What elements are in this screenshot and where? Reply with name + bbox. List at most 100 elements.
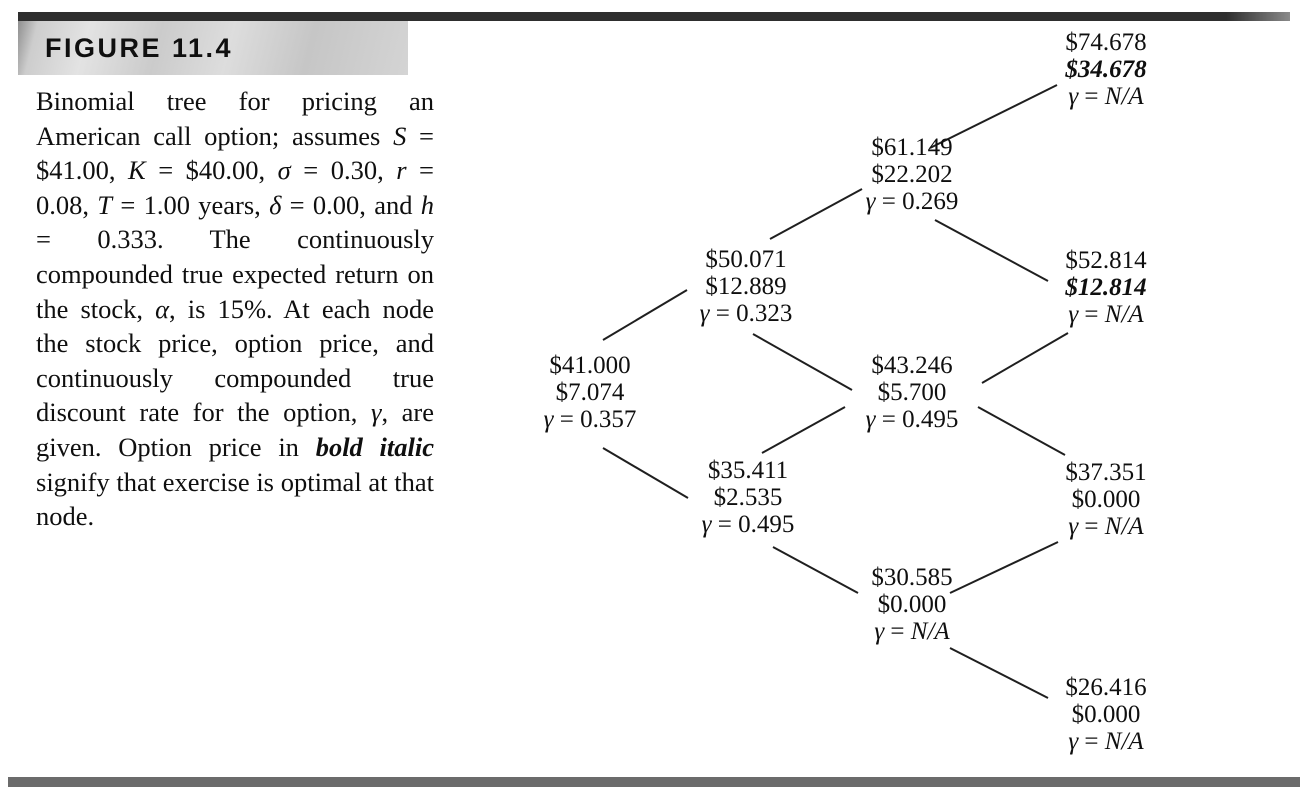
caption-segment: T	[97, 189, 113, 220]
option-price: $12.889	[705, 273, 787, 300]
option-price: $22.202	[871, 161, 953, 188]
caption-segment: r	[396, 155, 407, 186]
gamma-symbol: γ	[865, 188, 876, 215]
caption-segment: = 0.08,	[36, 155, 434, 220]
gamma-symbol: γ	[874, 618, 885, 645]
equals-sign: =	[1078, 83, 1105, 110]
gamma-symbol: γ	[1068, 83, 1079, 110]
caption-segment: , are given. Option price in	[36, 397, 434, 462]
discount-rate: γ = 0.323	[671, 300, 821, 327]
option-price: $34.678	[1065, 56, 1147, 83]
tree-node-down-down: $30.585 $0.000 γ = N/A	[837, 564, 987, 645]
caption-segment: bold italic	[315, 431, 435, 462]
gamma-symbol: γ	[701, 511, 712, 538]
caption-segment: , is 15%. At each node the stock price, …	[36, 293, 434, 428]
stock-price: $50.071	[705, 246, 787, 273]
caption-segment: σ	[277, 155, 291, 186]
stock-price: $61.149	[871, 134, 953, 161]
top-rule	[18, 12, 1290, 21]
tree-edge	[934, 219, 1049, 282]
equals-sign: =	[875, 188, 903, 215]
caption-segment: = $40.00,	[145, 155, 278, 186]
discount-rate: γ = 0.269	[837, 188, 987, 215]
tree-edge	[981, 332, 1069, 384]
gamma-symbol: γ	[1068, 728, 1079, 755]
figure-header-banner: FIGURE 11.4	[18, 21, 408, 75]
tree-edge	[949, 541, 1059, 594]
equals-sign: =	[1078, 728, 1105, 755]
stock-price: $74.678	[1065, 29, 1147, 56]
tree-node-up-up: $61.149 $22.202 γ = 0.269	[837, 134, 987, 215]
tree-node-up-down-down: $37.351 $0.000 γ = N/A	[1031, 459, 1181, 540]
tree-node-up-up-up: $74.678 $34.678 γ = N/A	[1031, 29, 1181, 110]
discount-rate: γ = N/A	[837, 618, 987, 645]
caption-segment: = 0.30,	[290, 155, 397, 186]
gamma-value: N/A	[1104, 301, 1144, 328]
tree-edge	[752, 333, 853, 391]
equals-sign: =	[709, 300, 737, 327]
tree-edge	[769, 188, 863, 240]
stock-price: $35.411	[707, 457, 789, 484]
gamma-value: 0.495	[902, 406, 959, 433]
discount-rate: γ = 0.357	[515, 406, 665, 433]
tree-node-up-down: $43.246 $5.700 γ = 0.495	[837, 352, 987, 433]
gamma-value: N/A	[1104, 83, 1144, 110]
equals-sign: =	[711, 511, 739, 538]
gamma-symbol: γ	[543, 406, 554, 433]
stock-price: $30.585	[871, 564, 953, 591]
stock-price: $26.416	[1065, 674, 1147, 701]
option-price: $2.535	[713, 484, 783, 511]
discount-rate: γ = 0.495	[837, 406, 987, 433]
equals-sign: =	[553, 406, 581, 433]
tree-edge	[761, 406, 846, 454]
option-price: $0.000	[1071, 701, 1141, 728]
tree-node-up: $50.071 $12.889 γ = 0.323	[671, 246, 821, 327]
option-price: $7.074	[555, 379, 625, 406]
caption-segment: signify that exercise is optimal at that…	[36, 466, 434, 532]
caption-segment: = 1.00 years,	[112, 189, 270, 220]
tree-node-up-up-down: $52.814 $12.814 γ = N/A	[1031, 247, 1181, 328]
discount-rate: γ = N/A	[1031, 301, 1181, 328]
figure-label: FIGURE 11.4	[45, 32, 234, 63]
stock-price: $37.351	[1065, 459, 1147, 486]
tree-node-initial: $41.000 $7.074 γ = 0.357	[515, 352, 665, 433]
figure-caption: Binomial tree for pricing an American ca…	[36, 84, 434, 534]
discount-rate: γ = N/A	[1031, 728, 1181, 755]
caption-segment: S	[393, 120, 407, 151]
caption-segment: δ	[269, 189, 282, 220]
discount-rate: γ = N/A	[1031, 83, 1181, 110]
tree-edge	[772, 546, 859, 594]
stock-price: $52.814	[1065, 247, 1147, 274]
caption-segment: h	[420, 189, 435, 220]
gamma-symbol: γ	[865, 406, 876, 433]
tree-node-down: $35.411 $2.535 γ = 0.495	[673, 457, 823, 538]
caption-segment: = 0.333. The continuously compounded tru…	[36, 224, 434, 324]
tree-edge	[602, 447, 689, 499]
option-price: $0.000	[1071, 486, 1141, 513]
stock-price: $43.246	[871, 352, 953, 379]
equals-sign: =	[1078, 301, 1105, 328]
tree-edge	[602, 289, 688, 341]
stock-price: $41.000	[549, 352, 631, 379]
equals-sign: =	[884, 618, 911, 645]
option-price: $0.000	[877, 591, 947, 618]
caption-segment: = $41.00,	[36, 120, 434, 186]
caption-segment: α	[155, 293, 170, 324]
gamma-value: N/A	[910, 618, 950, 645]
gamma-value: N/A	[1104, 728, 1144, 755]
equals-sign: =	[1078, 513, 1105, 540]
equals-sign: =	[875, 406, 903, 433]
tree-node-down-down-down: $26.416 $0.000 γ = N/A	[1031, 674, 1181, 755]
option-price: $12.814	[1065, 274, 1147, 301]
tree-edge	[929, 84, 1058, 149]
discount-rate: γ = N/A	[1031, 513, 1181, 540]
caption-segment: Binomial tree for pricing an American ca…	[36, 86, 434, 151]
caption-segment: = 0.00, and	[281, 189, 421, 220]
caption-segment: γ	[371, 397, 382, 428]
gamma-symbol: γ	[1068, 513, 1079, 540]
gamma-value: 0.357	[580, 406, 637, 433]
option-price: $5.700	[877, 379, 947, 406]
tree-edge	[949, 647, 1049, 699]
